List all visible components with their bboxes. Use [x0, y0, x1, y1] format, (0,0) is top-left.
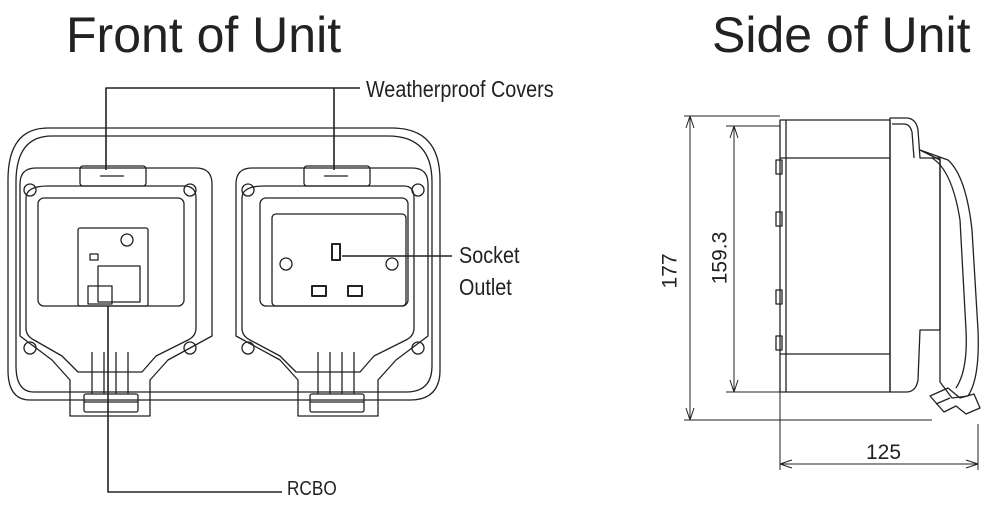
- side-latch-clip: [929, 387, 981, 415]
- left-screw-br: [183, 341, 197, 355]
- side-unit-drawing: [684, 115, 981, 470]
- right-screw-tr: [411, 183, 425, 197]
- overall-height-dimension: 177: [658, 253, 682, 289]
- right-weatherproof-cover: [235, 167, 429, 417]
- side-body: [779, 119, 891, 393]
- right-hinge-tab: [303, 165, 371, 187]
- socket-outlet-plate: [271, 213, 407, 307]
- side-of-unit-title: Side of Unit: [712, 7, 971, 63]
- left-screw-bl: [23, 341, 37, 355]
- rcbo-label: RCBO: [287, 478, 337, 500]
- outer-housing: [7, 127, 441, 401]
- socket-outlet-label-line1: Socket: [459, 242, 520, 268]
- socket-outlet-label-line2: Outlet: [459, 274, 512, 300]
- right-screw-tl: [241, 183, 255, 197]
- front-of-unit-title: Front of Unit: [66, 7, 342, 63]
- rcbo-switch: [87, 285, 113, 305]
- left-latch: [83, 352, 139, 413]
- left-weatherproof-cover: [19, 167, 213, 417]
- rcbo-device: [77, 227, 149, 307]
- dimension-lines: [684, 115, 979, 470]
- weatherproof-covers-label: Weatherproof Covers: [366, 76, 554, 102]
- socket-live-pin: [311, 285, 327, 297]
- side-front-frame: [889, 117, 941, 393]
- right-latch: [309, 352, 365, 413]
- rcbo-window: [97, 265, 141, 303]
- covers-leader-left: [105, 87, 360, 170]
- leader-lines: [105, 87, 452, 493]
- socket-neutral-pin: [347, 285, 363, 297]
- socket-screw-right: [385, 257, 399, 271]
- left-screw-tl: [23, 183, 37, 197]
- rcbo-test-button: [120, 233, 134, 247]
- rcbo-leader: [107, 306, 282, 493]
- left-cover-inner: [25, 185, 197, 373]
- left-screw-tr: [183, 183, 197, 197]
- outer-housing-inner: [15, 135, 433, 393]
- depth-dimension: 125: [866, 441, 902, 464]
- body-height-dimension: 159.3: [708, 231, 732, 285]
- side-cover-profile: [919, 149, 979, 399]
- left-cover-window: [37, 197, 185, 307]
- right-screw-bl: [241, 341, 255, 355]
- socket-screw-left: [279, 257, 293, 271]
- front-unit-drawing: [7, 87, 452, 493]
- left-hinge-tab: [79, 165, 147, 187]
- right-screw-br: [411, 341, 425, 355]
- socket-earth-pin: [331, 243, 341, 261]
